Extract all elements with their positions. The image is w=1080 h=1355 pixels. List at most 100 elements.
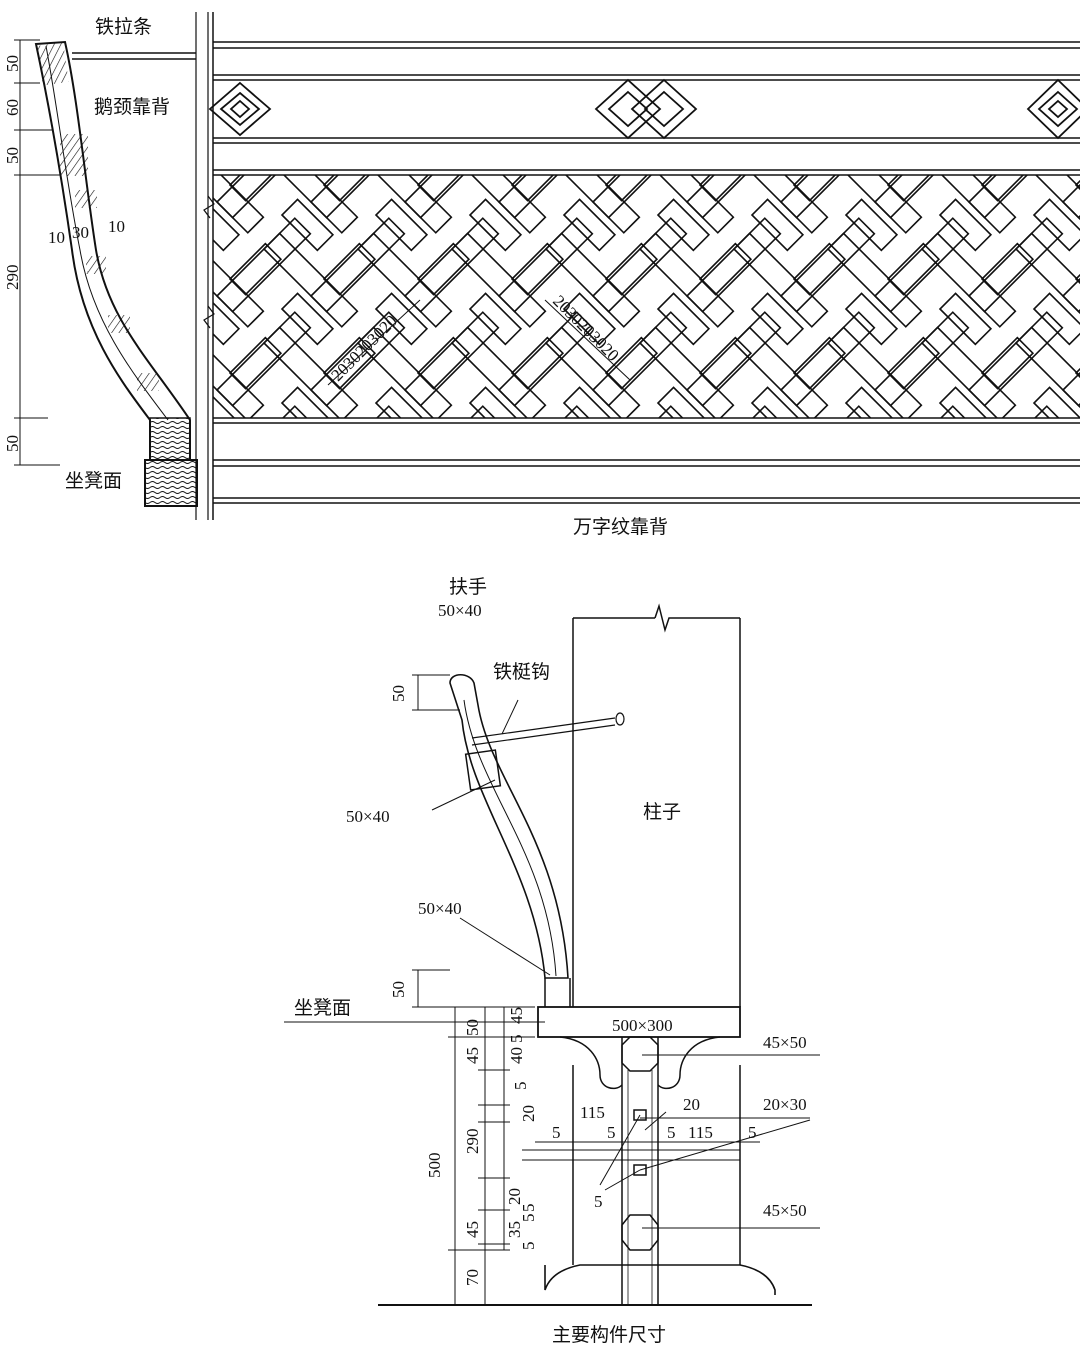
lattice-bar [450,326,547,418]
column-label: 柱子 [643,801,681,823]
dim-50-bottom: 50 [3,435,22,452]
dim-290: 290 [463,1129,482,1155]
hdim-5-d: 5 [748,1123,757,1142]
iron-bar-label: 铁拉条 [95,16,152,38]
lattice-bar [844,386,894,418]
base-post-block [149,417,191,461]
pattern-dim-line [327,299,421,386]
lattice-bar [752,481,803,532]
lower-size-label: 50×40 [418,899,462,918]
seat-surface-block [144,459,198,507]
iron-hook-rod [471,724,616,746]
diamond-ornament [208,81,272,137]
lattice-bar [228,175,273,202]
hdim-5-a: 5 [552,1123,561,1142]
lattice-bar [418,432,469,483]
dimension-ticks [14,39,60,466]
lattice-block [137,373,159,391]
seat-surface-label: 坐凳面 [294,997,351,1019]
armrest-size: 50×40 [438,601,482,620]
lattice-bar [656,292,711,346]
dim-35: 35 [505,1221,524,1238]
lattice-bar [1032,292,1080,346]
lattice-bar [873,217,970,313]
lattice-bar [468,386,518,418]
dim-290: 290 [3,265,22,291]
lattice-bar [734,421,827,514]
lattice-bar [922,421,1015,514]
lattice-bar [322,242,377,296]
lattice-bar [510,175,555,202]
lattice-bar [1074,273,1080,285]
lattice-block [75,190,97,208]
lattice-bar [1061,371,1080,407]
lattice-bar [750,292,805,346]
backrest-inner [463,699,557,977]
lattice-bar [213,353,265,418]
lattice-bar [888,432,939,483]
lattice-bar [562,386,612,418]
goose-neck-inner-line [45,45,169,421]
lattice-bar [982,432,1033,483]
lattice-bar [828,421,921,514]
frame-rails [213,41,1080,504]
lattice-bar [591,175,653,219]
dim-20-a: 20 [519,1105,538,1122]
lattice-bar [751,405,778,418]
upper-size-label: 50×40 [346,807,390,826]
lattice-bar [779,217,876,313]
lattice-bar [376,175,453,234]
lattice-bar [281,405,308,418]
lattice-bar [228,336,283,390]
lattice-bar [562,198,617,252]
lattice-bar [324,432,375,483]
dim-60: 60 [3,99,22,116]
lattice-bar [230,432,281,483]
lattice-bar [656,386,706,418]
backrest-joint [464,749,502,791]
dim-5-a: 5 [507,1035,526,1044]
goose-neck-section: 50 60 50 290 50 10 30 10 铁拉条 鹅颈靠背 坐凳面 [3,12,209,520]
lattice-bar [873,311,970,407]
lattice-bar [967,217,1064,313]
lattice-bar [468,292,523,346]
beam-top-size: 45×50 [763,1033,807,1052]
lattice-bar [546,421,639,514]
seat-leg [621,1036,659,1305]
seat-board-size: 500×300 [612,1016,673,1035]
hdim-115-a: 115 [580,1103,605,1122]
dim-5-c: 5 [519,1204,538,1213]
lattice-bar [1063,406,1080,499]
hdim-115-b: 115 [688,1123,713,1142]
bottom-caption: 主要构件尺寸 [552,1324,666,1346]
lattice-bar [1076,432,1080,483]
leader-lines [284,699,820,1229]
lattice-bar [657,405,684,418]
lattice-bar [563,405,590,418]
lattice-bar [470,481,521,532]
lattice-bar [685,217,782,313]
break-mark [203,195,215,219]
lattice-bar [826,232,923,328]
lattice-bar [980,175,1025,202]
lattice-bar [512,432,563,483]
lattice-bar [794,432,845,483]
lattice-bar [497,217,594,313]
component-section: 50 50 45 5 50 40 45 5 20 290 20 5 5 35 4… [284,576,820,1346]
lattice-bar [1016,421,1080,514]
lattice-bar [374,386,424,418]
lattice-bar [938,292,993,346]
lattice-bar [886,175,931,202]
lattice-bar [698,175,743,202]
lattice-bar [264,421,357,514]
lattice-bar [375,405,402,418]
lattice-bar [939,405,966,418]
lattice-bar [497,175,559,219]
lattice-bar [510,336,565,390]
lattice-bar [873,175,935,219]
lattice-bar [792,175,837,202]
lattice-bar [604,242,659,296]
dim-10-right: 10 [108,217,125,236]
lattice-bar [638,232,735,328]
lattice-bar [980,336,1035,390]
